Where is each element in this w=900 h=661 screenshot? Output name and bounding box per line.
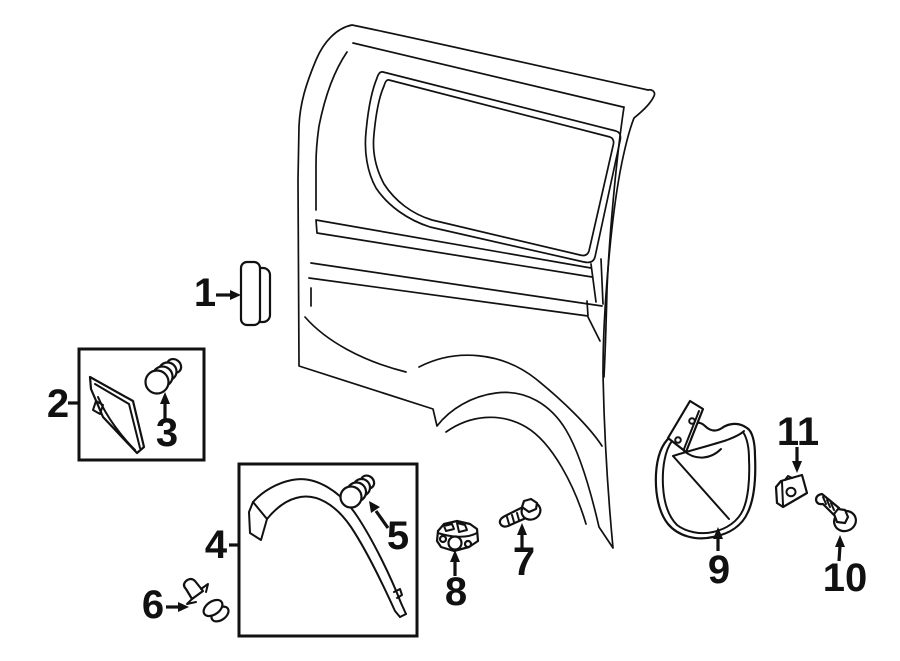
- panel-left-fold-line: [315, 51, 348, 211]
- callout-9: 9: [708, 527, 730, 592]
- u-nut-hole: [785, 486, 797, 498]
- molding-hole: [92, 400, 104, 415]
- callout-4: 4: [205, 523, 240, 567]
- bolt-threads: [822, 496, 835, 511]
- callout-7: 7: [513, 523, 535, 584]
- callout-11-number: 11: [777, 410, 819, 454]
- u-nut-plate: [774, 473, 809, 509]
- mud-guard-recess-top: [672, 430, 745, 457]
- clip-barrel: [447, 535, 463, 551]
- callout-3: 3: [156, 392, 178, 455]
- part-7-flange-bolt: [498, 497, 542, 528]
- callout-1: 1: [194, 271, 241, 315]
- callout-5-number: 5: [387, 514, 409, 558]
- callout-5: 5: [369, 501, 409, 558]
- part-11-u-nut: [774, 473, 809, 509]
- part-10-flange-bolt: [814, 492, 857, 533]
- wheel-arch-lip: [445, 416, 587, 525]
- u-nut-notch: [784, 475, 793, 481]
- part-6-push-rivet: [182, 577, 230, 623]
- callout-10: 10: [823, 535, 868, 600]
- callout-2-number: 2: [47, 382, 69, 426]
- parts-box-2: [77, 347, 206, 462]
- callout-5-arrow: [374, 510, 390, 529]
- mount-hole-upper: [688, 417, 696, 425]
- callout-4-number: 4: [205, 523, 228, 567]
- pad-front-layer: [239, 260, 262, 327]
- molding-nub: [393, 588, 403, 599]
- panel-outline: [297, 24, 656, 549]
- clip-hole-right: [463, 539, 473, 549]
- callout-2: 2: [47, 382, 80, 426]
- part-4-wheel-arch-molding: [248, 478, 407, 618]
- callout-3-number: 3: [156, 411, 178, 455]
- part-2-lower-molding: [88, 375, 146, 455]
- bolt-hex-head: [520, 497, 539, 514]
- callout-7-number: 7: [513, 540, 535, 584]
- side-panel-illustration: [297, 24, 656, 549]
- callouts: 1 2 3 4 5 6 7: [47, 271, 867, 627]
- rivet-barbs: [186, 583, 209, 605]
- part-9-mud-guard: [654, 399, 757, 540]
- rivet-flange-front: [202, 598, 224, 618]
- panel-top-fold-line: [352, 42, 624, 108]
- panel-right-fold-line: [603, 106, 625, 378]
- belt-molding-strip: [315, 219, 593, 278]
- mud-guard-body: [654, 421, 757, 540]
- tab-body-fold: [683, 448, 722, 459]
- callout-8-number: 8: [445, 570, 467, 614]
- mud-guard-rolled-edge: [661, 431, 751, 535]
- part-1-trim-pad: [239, 260, 272, 327]
- wheel-arch-crease: [418, 354, 603, 447]
- callout-1-number: 1: [194, 271, 216, 315]
- bolt-threads: [506, 512, 520, 525]
- callout-10-arrow: [837, 545, 842, 562]
- u-nut-fold-line: [781, 481, 784, 506]
- clip-top-slots: [443, 522, 468, 533]
- parts-box-4: [237, 462, 419, 638]
- callout-11: 11: [777, 410, 819, 473]
- box-4-frame: [237, 462, 419, 638]
- window-opening-inner: [372, 79, 615, 257]
- pillar-fold-lines: [590, 258, 604, 305]
- callout-8: 8: [445, 550, 467, 614]
- clip-hole-left: [438, 534, 448, 544]
- molding-end-tab: [248, 501, 268, 541]
- callout-6: 6: [142, 583, 189, 627]
- callout-9-number: 9: [708, 548, 730, 592]
- part-5-retainer-clip: [339, 474, 376, 509]
- part-8-clip-nut: [435, 519, 480, 553]
- lower-crease-line: [304, 316, 407, 373]
- callout-10-number: 10: [823, 556, 868, 600]
- mount-hole-lower: [674, 436, 682, 444]
- callout-6-number: 6: [142, 583, 164, 627]
- body-side-molding-strip: [308, 262, 603, 342]
- part-3-retainer-clip: [144, 357, 183, 395]
- window-opening-outer: [364, 71, 622, 264]
- rivet-nose: [182, 577, 205, 601]
- mud-guard-recess-diagonal: [672, 455, 730, 520]
- bolt-hex-head: [832, 507, 850, 525]
